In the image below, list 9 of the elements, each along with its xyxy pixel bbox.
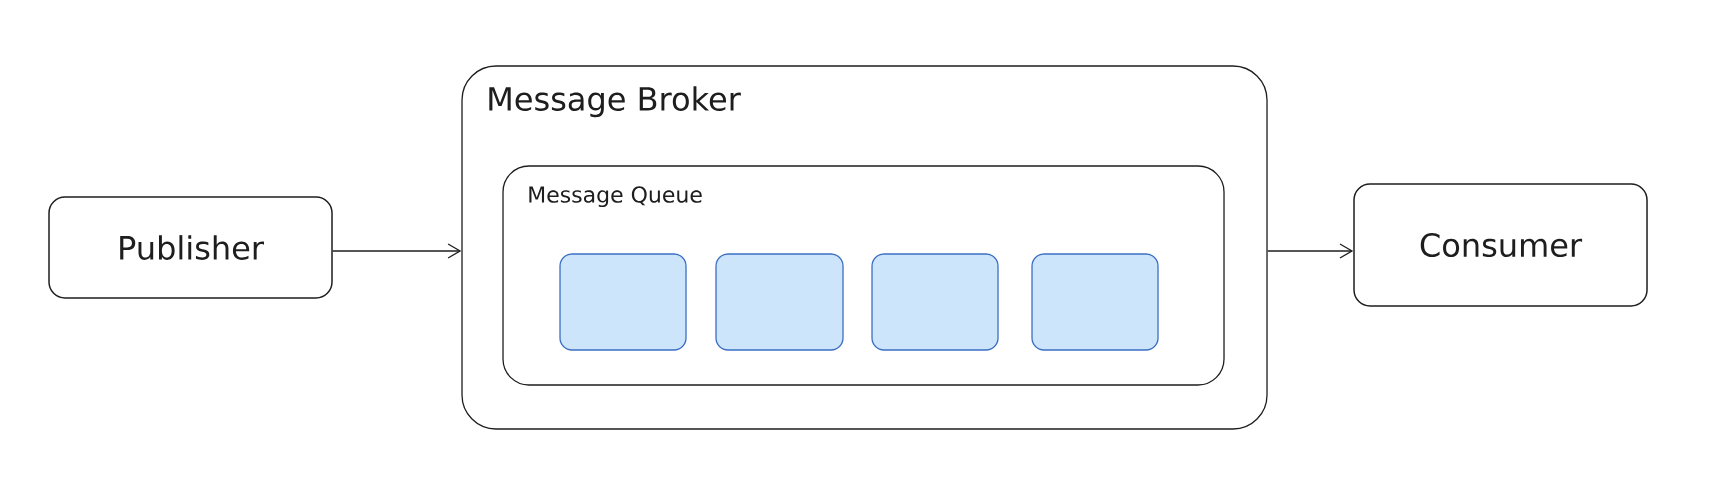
queue-slot — [715, 253, 844, 351]
process-box: Consumer — [1353, 183, 1648, 307]
queue-slot — [1031, 253, 1159, 351]
arrow — [332, 243, 462, 259]
arrow — [1267, 243, 1354, 259]
queue-slot — [871, 253, 999, 351]
process-box: Publisher — [48, 196, 333, 299]
queue-box: Message Queue — [502, 165, 1225, 386]
queue-slot — [559, 253, 687, 351]
